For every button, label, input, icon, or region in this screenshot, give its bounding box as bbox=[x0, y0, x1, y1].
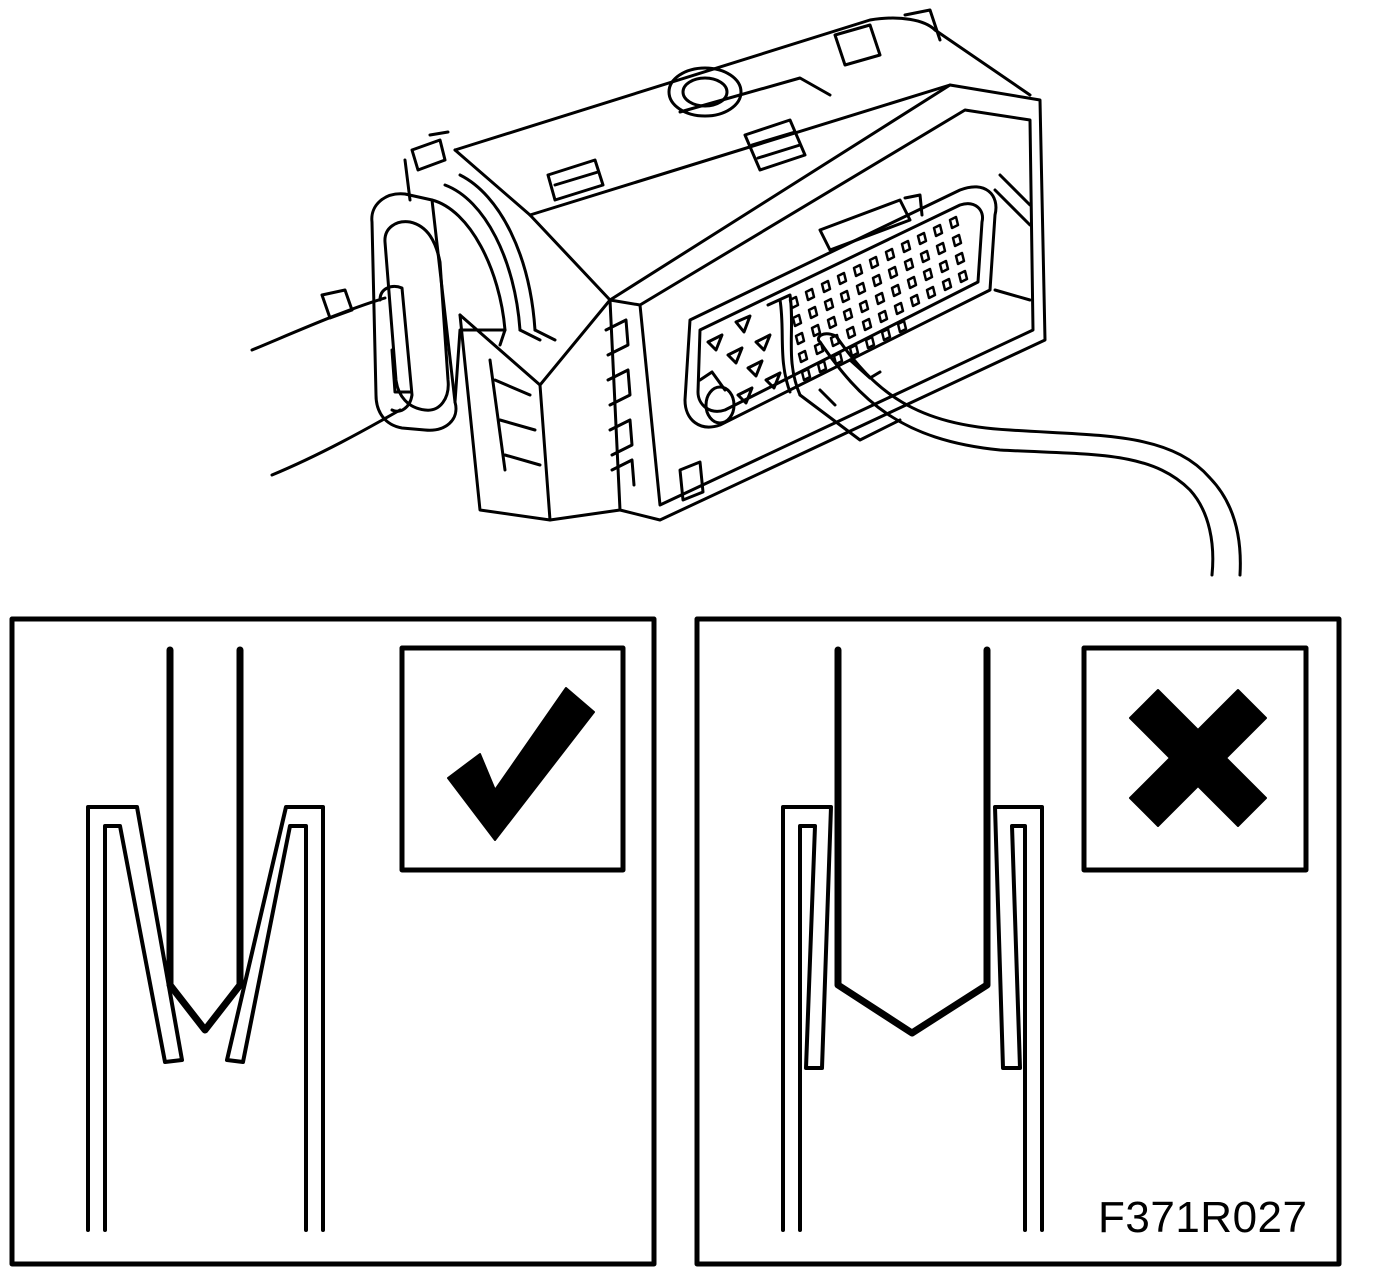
strain-relief bbox=[430, 173, 557, 404]
probe-correct bbox=[166, 646, 244, 1034]
terminal-incorrect bbox=[781, 805, 1044, 1232]
terminal-correct bbox=[86, 805, 325, 1232]
harness-cable bbox=[250, 288, 402, 477]
test-probe-wire bbox=[816, 332, 1242, 577]
incorrect-panel bbox=[694, 616, 1342, 1267]
check-marker-box bbox=[399, 645, 626, 873]
check-mark-icon bbox=[447, 687, 595, 841]
probe-incorrect bbox=[834, 646, 991, 1037]
correct-panel bbox=[9, 616, 657, 1267]
connector-front-frame bbox=[604, 83, 1047, 522]
cross-mark-icon bbox=[1129, 689, 1267, 827]
connector-illustration bbox=[250, 8, 1242, 577]
rear-grommet bbox=[370, 130, 458, 432]
connector-housing bbox=[453, 8, 1032, 522]
figure-id-label: F371R027 bbox=[1098, 1193, 1308, 1242]
cross-marker-box bbox=[1081, 645, 1309, 873]
pin-insert bbox=[683, 185, 998, 442]
pin-grid bbox=[788, 215, 969, 382]
